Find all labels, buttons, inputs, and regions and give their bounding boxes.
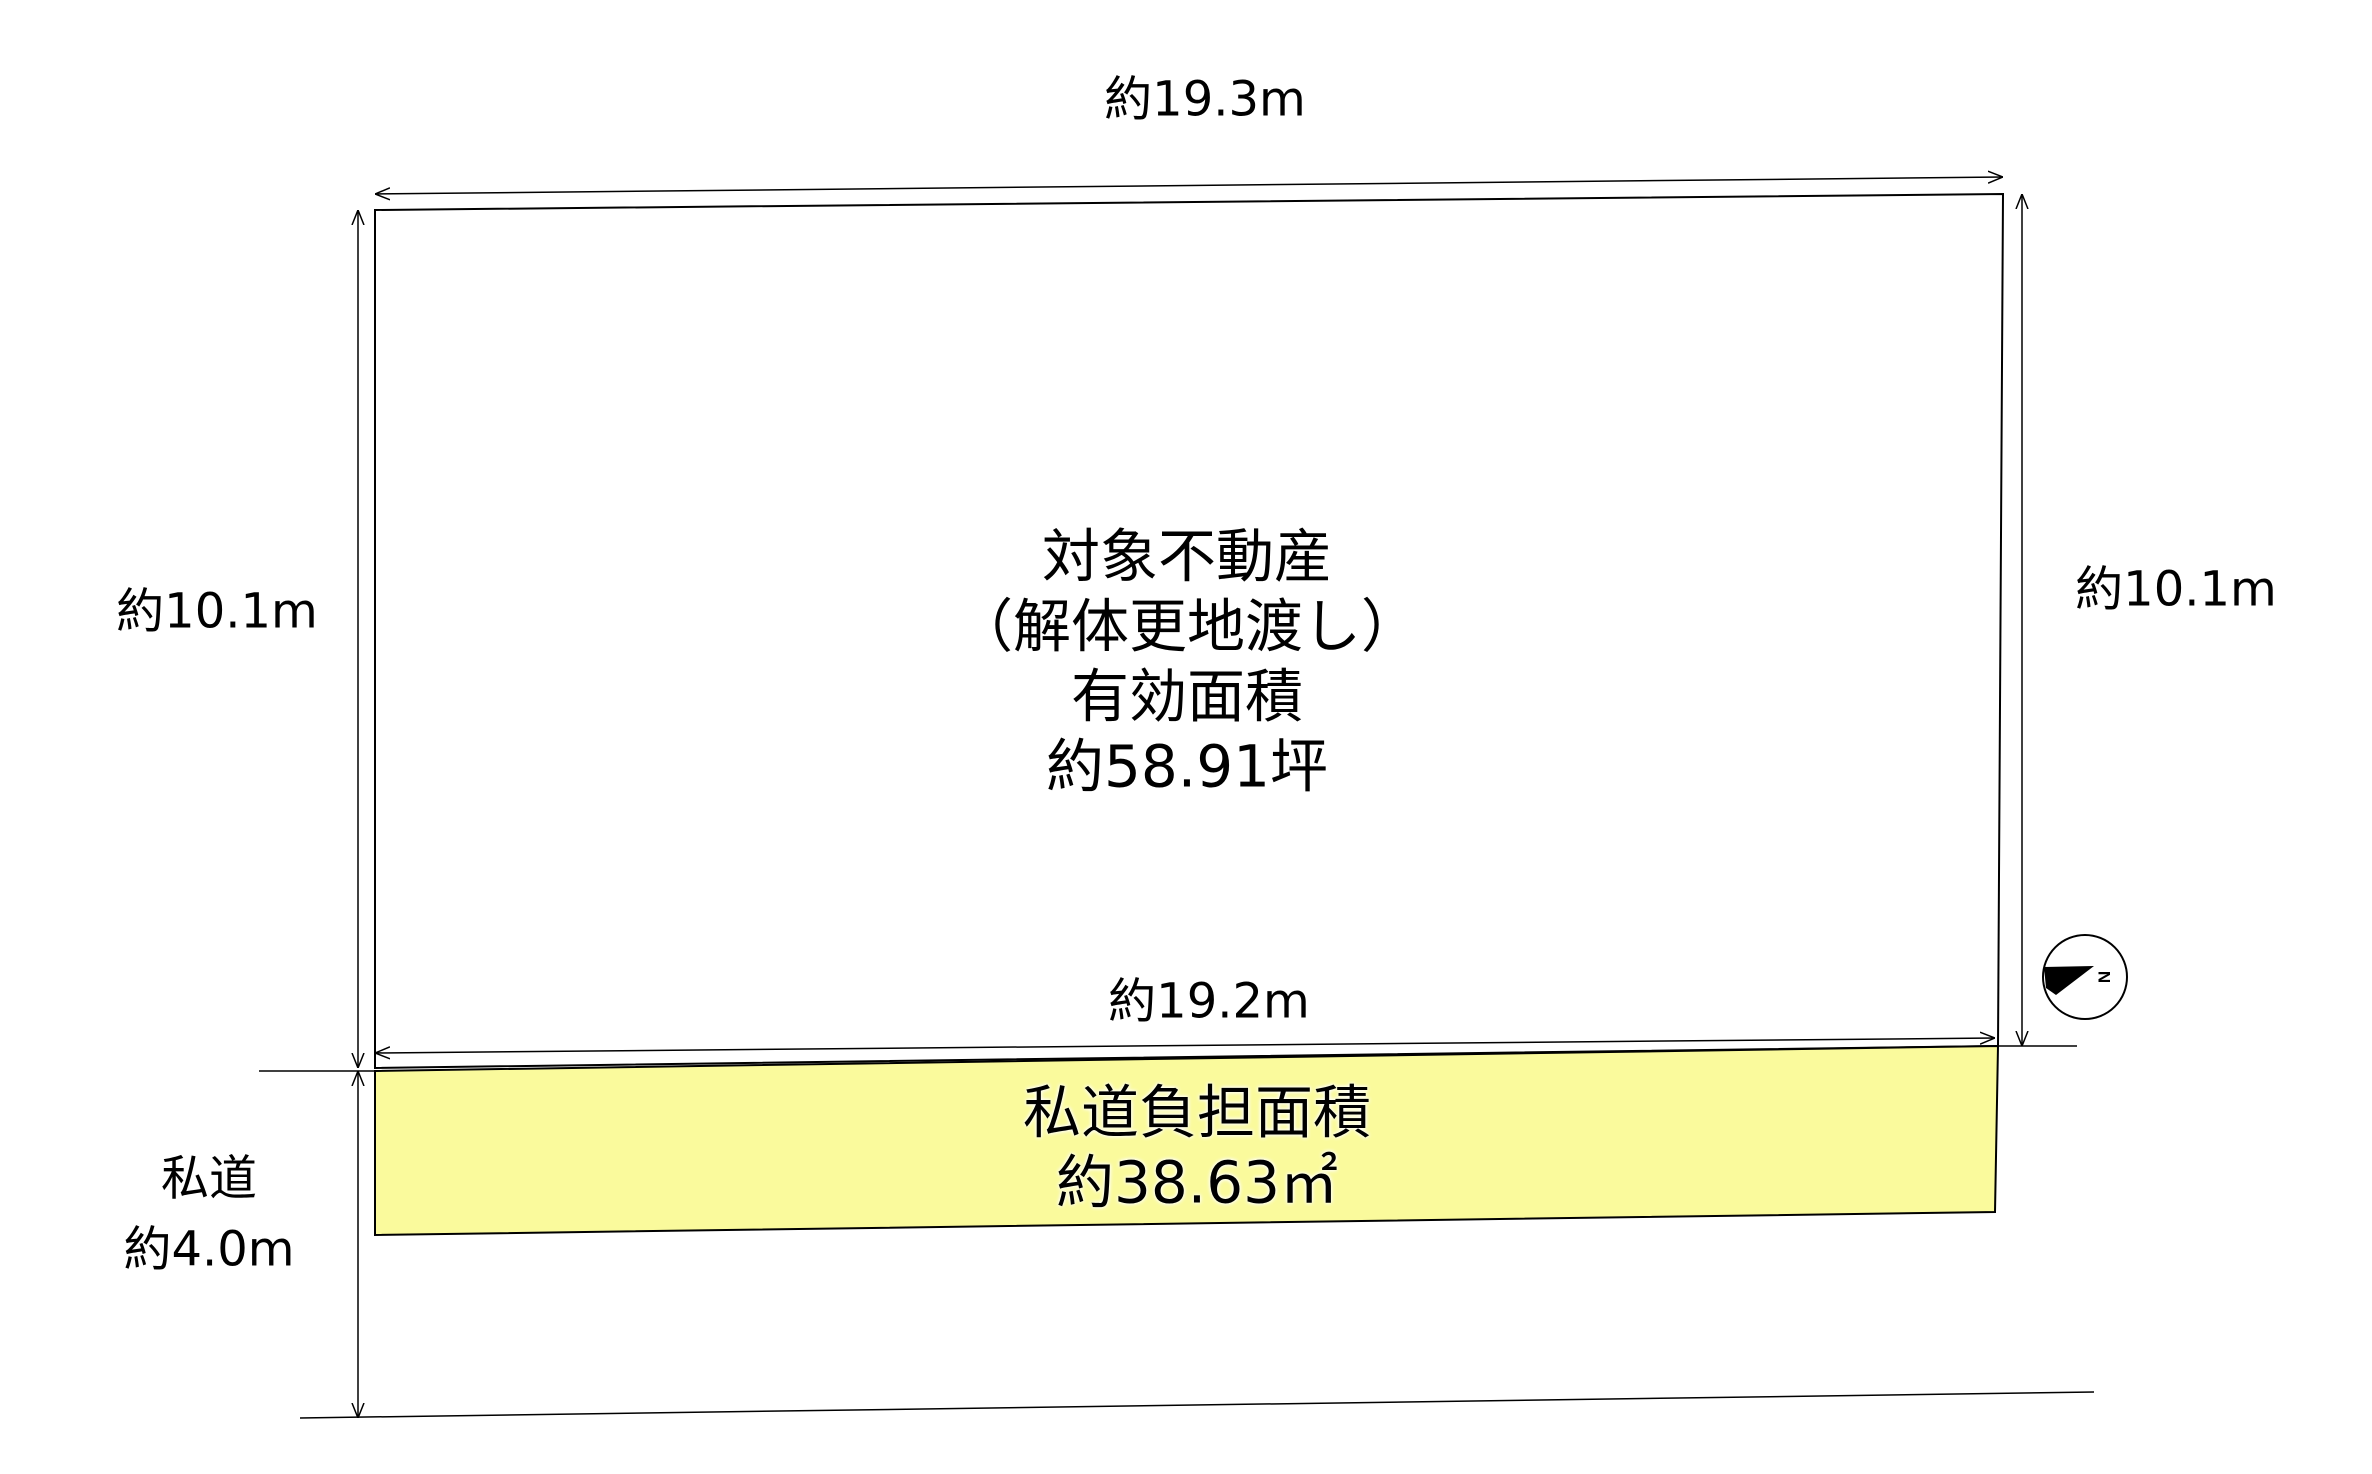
bottom-dimension-line — [375, 1038, 1995, 1053]
lot-condition: （解体更地渡し） — [954, 592, 1420, 661]
road-far-edge — [299, 1391, 2095, 1419]
road-width-label: 約4.0m — [123, 1221, 295, 1278]
compass-icon: N — [2042, 934, 2128, 1020]
private-road-label: 私道負担面積 — [1022, 1078, 1372, 1147]
lot-title: 対象不動産 — [1041, 522, 1333, 591]
top-dimension-line — [375, 177, 2003, 194]
lot-area-label: 有効面積 — [1070, 662, 1304, 731]
private-road-area-value: 約38.63㎡ — [1055, 1148, 1339, 1217]
lot-area-value: 約58.91坪 — [1045, 732, 1329, 801]
road-label: 私道 — [160, 1150, 258, 1207]
bottom-dimension-label: 約19.2m — [1108, 973, 1310, 1030]
top-dimension-label: 約19.3m — [1104, 71, 1306, 128]
right-dimension-label: 約10.1m — [2075, 561, 2277, 618]
svg-text:N: N — [2095, 971, 2114, 983]
left-dimension-label: 約10.1m — [116, 583, 318, 640]
